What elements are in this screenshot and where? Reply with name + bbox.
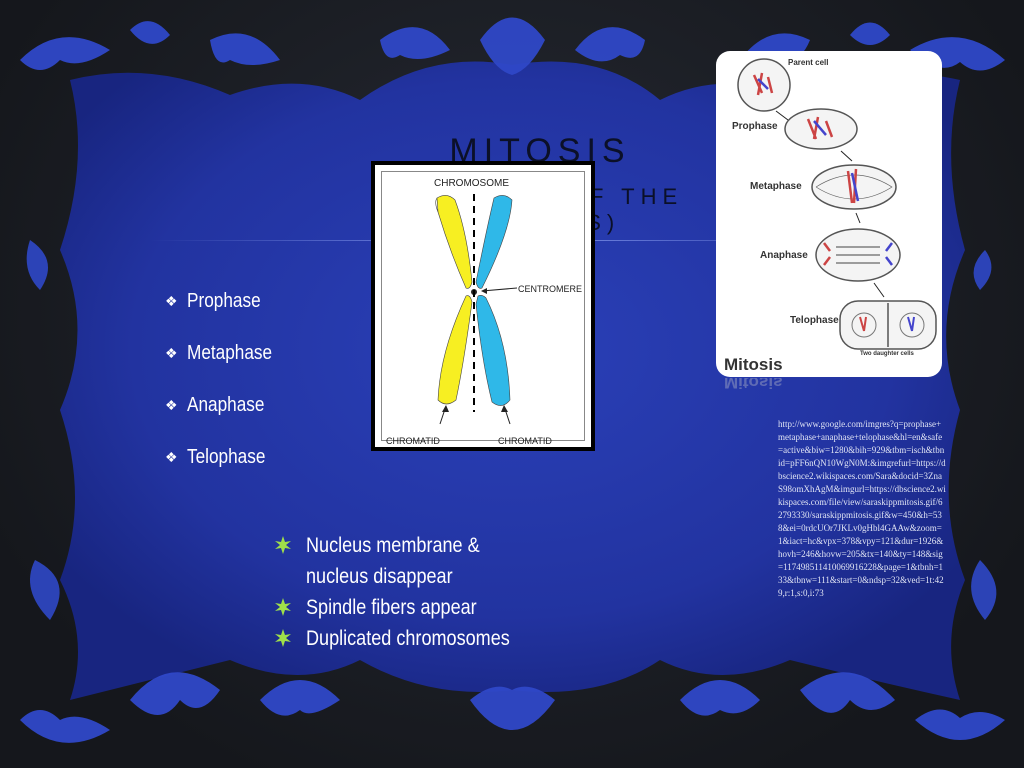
starburst-bullet-icon (274, 530, 306, 592)
mitosis-illustration (737, 58, 937, 350)
list-item: ❖Prophase (165, 290, 261, 312)
phase-list: ❖Prophase ❖Metaphase ❖Anaphase ❖Telophas… (165, 288, 286, 496)
chromosome-diagram: CHROMOSOME CENTROM (371, 161, 595, 451)
two-daughter-cells-label: Two daughter cells (860, 351, 914, 357)
anaphase-label: Anaphase (760, 250, 808, 261)
diamond-bullet-icon: ❖ (165, 345, 178, 361)
mitosis-caption: Mitosis (724, 355, 783, 374)
diamond-bullet-icon: ❖ (165, 293, 178, 309)
detail-list: Nucleus membrane & nucleus disappear Spi… (274, 530, 574, 654)
chromosome-illustration (435, 194, 518, 425)
metaphase-label: Metaphase (750, 181, 802, 192)
list-item: ❖Metaphase (165, 342, 273, 364)
image-source-url: http://www.google.com/imgres?q=prophase+… (778, 419, 946, 598)
diamond-bullet-icon: ❖ (165, 397, 178, 413)
list-item: ❖Telophase (165, 446, 266, 468)
starburst-bullet-icon (274, 592, 306, 623)
starburst-bullet-icon (274, 623, 306, 654)
list-item: Nucleus membrane & nucleus disappear (274, 530, 574, 592)
image-reflection: Mitosis (724, 378, 783, 392)
diamond-bullet-icon: ❖ (165, 449, 178, 465)
parent-cell-label: Parent cell (788, 58, 829, 67)
list-item: ❖Anaphase (165, 394, 265, 416)
list-item: Spindle fibers appear (274, 592, 574, 623)
centromere-label: CENTROMERE (518, 284, 583, 294)
prophase-label: Prophase (732, 121, 778, 132)
chromosome-label: CHROMOSOME (434, 178, 509, 189)
mitosis-phases-image: Parent cell Prophase Metaphase Anaphase … (716, 51, 942, 377)
list-item: Duplicated chromosomes (274, 623, 574, 654)
telophase-label: Telophase (790, 315, 839, 326)
chromatid-left-label: CHROMATID (386, 436, 440, 446)
chromatid-right-label: CHROMATID (498, 436, 552, 446)
